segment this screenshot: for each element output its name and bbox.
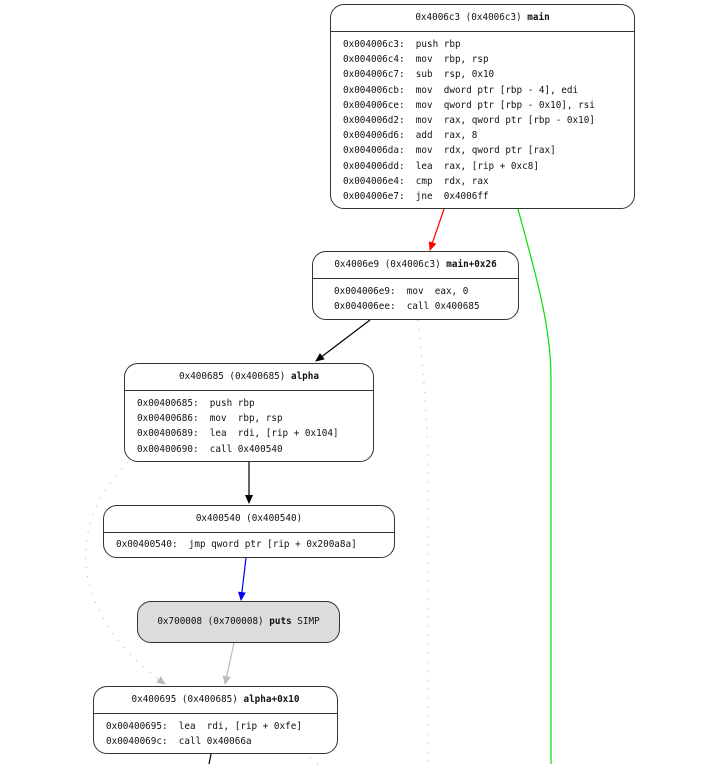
- edge-alpha10-fakeret: [302, 751, 319, 764]
- block-address: 0x700008 (0x700008): [157, 616, 264, 627]
- block-header: 0x400695 (0x400685) alpha+0x10: [94, 687, 337, 714]
- instruction-address: 0x004006dd:: [343, 160, 405, 172]
- instruction-text: push rbp: [415, 39, 461, 50]
- instruction-text: push rbp: [209, 398, 255, 409]
- block-header: 0x4006e9 (0x4006c3) main+0x26: [313, 252, 518, 279]
- instruction-line: 0x004006cb: mov dword ptr [rbp - 4], edi: [343, 83, 634, 98]
- instruction-line: 0x004006e4: cmp rdx, rax: [343, 174, 634, 189]
- instruction-address: 0x004006ee:: [334, 301, 396, 313]
- instruction-text: mov rax, qword ptr [rbp - 0x10]: [415, 114, 595, 126]
- instruction-line: 0x00400686: mov rbp, rsp: [137, 411, 373, 426]
- instruction-line: 0x004006d2: mov rax, qword ptr [rbp - 0x…: [343, 113, 634, 128]
- block-address: 0x4006c3 (0x4006c3): [415, 12, 522, 23]
- instruction-line: 0x004006ee: call 0x400685: [334, 299, 518, 314]
- instruction-line: 0x004006e7: jne 0x4006ff: [343, 189, 634, 204]
- instruction-text: mov eax, 0: [406, 286, 469, 297]
- instruction-text: jmp qword ptr [rip + 0x200a8a]: [188, 539, 357, 550]
- instruction-address: 0x004006cb:: [343, 84, 405, 96]
- block-main[interactable]: 0x4006c3 (0x4006c3) main 0x004006c3: pus…: [330, 4, 635, 209]
- instruction-line: 0x004006dd: lea rax, [rip + 0xc8]: [343, 159, 634, 174]
- instruction-address: 0x0040069c:: [106, 736, 168, 748]
- instruction-text: mov rdx, qword ptr [rax]: [415, 145, 556, 157]
- block-symbol: main: [527, 12, 550, 23]
- instruction-text: lea rdi, [rip + 0xfe]: [178, 721, 302, 732]
- instruction-text: cmp rdx, rax: [415, 175, 489, 187]
- instruction-line: 0x004006c7: sub rsp, 0x10: [343, 67, 634, 82]
- instruction-address: 0x00400686:: [137, 413, 199, 425]
- instruction-line: 0x00400689: lea rdi, [rip + 0x104]: [137, 426, 373, 441]
- instruction-text: call 0x400685: [406, 301, 480, 313]
- block-header: 0x400685 (0x400685) alpha: [125, 364, 373, 391]
- block-instructions: 0x00400695: lea rdi, [rip + 0xfe] 0x0040…: [94, 714, 337, 749]
- instruction-text: mov rbp, rsp: [415, 54, 489, 66]
- instruction-line: 0x00400685: push rbp: [137, 396, 373, 411]
- instruction-address: 0x00400690:: [137, 443, 199, 455]
- block-alpha-0x10[interactable]: 0x400695 (0x400685) alpha+0x10 0x0040069…: [93, 686, 338, 754]
- edge-400540-to-puts: [237, 557, 247, 601]
- instruction-text: sub rsp, 0x10: [415, 69, 495, 81]
- instruction-address: 0x00400685:: [137, 398, 199, 409]
- block-address: 0x400685 (0x400685): [179, 371, 286, 382]
- instruction-line: 0x004006e9: mov eax, 0: [334, 284, 518, 299]
- instruction-address: 0x004006c7:: [343, 69, 405, 81]
- instruction-address: 0x004006e7:: [343, 190, 405, 202]
- instruction-line: 0x004006c3: push rbp: [343, 37, 634, 52]
- instruction-text: add rax, 8: [415, 130, 478, 142]
- block-alpha[interactable]: 0x400685 (0x400685) alpha 0x00400685: pu…: [124, 363, 374, 462]
- instruction-text: mov dword ptr [rbp - 4], edi: [415, 84, 579, 96]
- instruction-address: 0x004006da:: [343, 145, 405, 157]
- instruction-text: jne 0x4006ff: [415, 190, 489, 202]
- instruction-text: mov rbp, rsp: [209, 413, 283, 425]
- instruction-address: 0x00400695:: [106, 721, 168, 732]
- edge-main-to-main26: [428, 208, 445, 251]
- block-symbol: puts: [269, 616, 292, 627]
- instruction-line: 0x004006ce: mov qword ptr [rbp - 0x10], …: [343, 98, 634, 113]
- block-instructions: 0x00400685: push rbp 0x00400686: mov rbp…: [125, 391, 373, 457]
- instruction-address: 0x004006d6:: [343, 130, 405, 142]
- block-header: 0x700008 (0x700008) puts SIMP: [138, 602, 339, 642]
- instruction-address: 0x00400689:: [137, 428, 199, 440]
- block-address: 0x400695 (0x400685): [131, 694, 238, 705]
- edge-alpha10-call: [208, 753, 212, 764]
- block-instructions: 0x004006c3: push rbp 0x004006c4: mov rbp…: [331, 32, 634, 204]
- edge-alpha-to-alpha10: [85, 461, 166, 685]
- block-main-0x26[interactable]: 0x4006e9 (0x4006c3) main+0x26 0x004006e9…: [312, 251, 519, 320]
- edge-main-to-4006ff: [517, 208, 552, 764]
- edge-main26-to-alpha: [315, 319, 371, 362]
- instruction-address: 0x004006c3:: [343, 39, 405, 50]
- instruction-line: 0x004006da: mov rdx, qword ptr [rax]: [343, 143, 634, 158]
- instruction-address: 0x004006e4:: [343, 175, 405, 187]
- block-symbol: main+0x26: [446, 259, 497, 270]
- instruction-line: 0x00400695: lea rdi, [rip + 0xfe]: [106, 719, 337, 734]
- block-symbol: alpha: [290, 371, 319, 382]
- instruction-address: 0x004006e9:: [334, 286, 396, 297]
- instruction-line: 0x00400540: jmp qword ptr [rip + 0x200a8…: [116, 537, 394, 552]
- simprocedure-tag: SIMP: [297, 616, 320, 627]
- block-header: 0x400540 (0x400540): [104, 506, 394, 533]
- instruction-text: call 0x40066a: [178, 736, 252, 748]
- instruction-text: lea rax, [rip + 0xc8]: [415, 160, 539, 172]
- block-header: 0x4006c3 (0x4006c3) main: [331, 5, 634, 32]
- edge-main26-fakeret: [417, 319, 429, 764]
- instruction-address: 0x004006d2:: [343, 114, 405, 126]
- instruction-line: 0x00400690: call 0x400540: [137, 442, 373, 457]
- edge-puts-to-alpha10: [222, 642, 235, 685]
- instruction-line: 0x004006c4: mov rbp, rsp: [343, 52, 634, 67]
- instruction-address: 0x00400540:: [116, 539, 178, 550]
- block-0x400540[interactable]: 0x400540 (0x400540) 0x00400540: jmp qwor…: [103, 505, 395, 558]
- instruction-line: 0x0040069c: call 0x40066a: [106, 734, 337, 749]
- block-address: 0x400540 (0x400540): [195, 513, 303, 524]
- instruction-line: 0x004006d6: add rax, 8: [343, 128, 634, 143]
- instruction-text: mov qword ptr [rbp - 0x10], rsi: [415, 99, 595, 111]
- instruction-address: 0x004006c4:: [343, 54, 405, 66]
- instruction-address: 0x004006ce:: [343, 99, 405, 111]
- block-symbol: alpha+0x10: [243, 694, 300, 705]
- block-puts-simprocedure[interactable]: 0x700008 (0x700008) puts SIMP: [137, 601, 340, 643]
- instruction-text: call 0x400540: [209, 443, 283, 455]
- block-address: 0x4006e9 (0x4006c3): [334, 259, 441, 270]
- instruction-text: lea rdi, [rip + 0x104]: [209, 428, 339, 440]
- block-instructions: 0x00400540: jmp qword ptr [rip + 0x200a8…: [104, 533, 394, 552]
- block-instructions: 0x004006e9: mov eax, 0 0x004006ee: call …: [313, 279, 518, 314]
